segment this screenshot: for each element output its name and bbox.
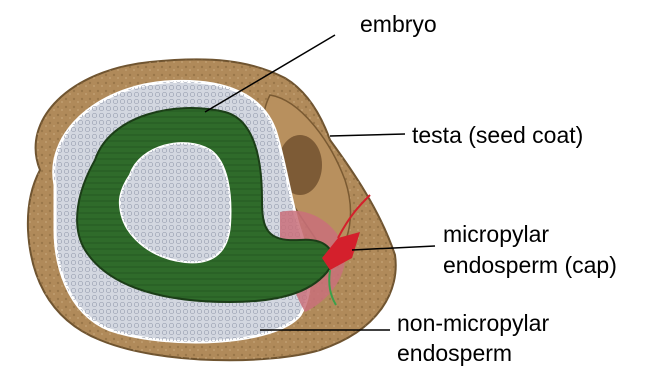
label-micropylar-line2: endosperm (cap) <box>443 251 617 279</box>
label-non-micropylar-line2: endosperm <box>397 339 512 367</box>
label-testa: testa (seed coat) <box>412 121 583 149</box>
label-micropylar-line1: micropylar <box>443 220 549 248</box>
label-non-micropylar-line1: non-micropylar <box>397 309 549 337</box>
leader-testa <box>330 134 405 136</box>
label-embryo: embryo <box>360 10 437 38</box>
